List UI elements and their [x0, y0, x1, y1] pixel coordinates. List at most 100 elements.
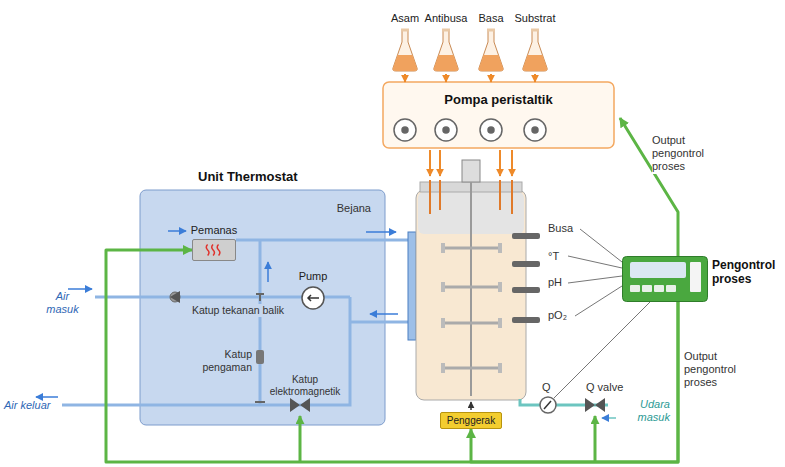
heat-wave	[206, 245, 209, 256]
water-pipe	[259, 240, 262, 405]
signal-wire	[580, 229, 622, 262]
node-title: Unit Thermostat	[198, 169, 298, 185]
flask-glass	[393, 30, 417, 71]
valve-label: Katup pengaman	[198, 348, 252, 373]
reagent-flask: Antibusa	[433, 28, 459, 72]
meter-label: Q	[542, 381, 551, 394]
sensor-probes	[512, 233, 540, 323]
valve-label: Katup elektromagnetik	[264, 374, 346, 398]
drive-arrow	[470, 402, 472, 410]
feed-arrows	[430, 150, 512, 176]
feed-arrow	[534, 74, 536, 82]
feed-tube	[511, 180, 513, 214]
feed-arrow	[490, 74, 492, 82]
node-title: Basa	[478, 12, 503, 25]
water-pipe	[95, 296, 350, 299]
flask-shape	[522, 28, 548, 72]
reagent-flask: Basa	[478, 28, 504, 72]
feed-tube	[439, 180, 441, 210]
blade	[441, 243, 445, 253]
controller-button	[666, 285, 676, 292]
pump-head	[480, 119, 502, 141]
pump-panel	[383, 82, 614, 148]
flask-glass	[479, 30, 503, 71]
thermostat-housing	[140, 190, 385, 425]
flask-shape	[392, 28, 418, 72]
flow-meter	[540, 397, 556, 413]
air-flow-arrow	[602, 417, 616, 419]
control-line	[106, 250, 678, 462]
pump-circle: Pump	[301, 286, 325, 310]
pump-head	[394, 119, 416, 141]
node-title: Penggerak	[447, 415, 495, 427]
blade	[441, 282, 445, 292]
blade	[498, 363, 502, 373]
flask-liquid	[393, 55, 417, 71]
controller-shape	[622, 256, 708, 302]
pipe-tee	[255, 401, 265, 403]
signal-wire	[554, 302, 650, 398]
blade	[498, 318, 502, 328]
flow-arrow	[370, 313, 398, 315]
flask-rim	[401, 29, 409, 32]
node-title: Antibusa	[425, 12, 468, 25]
flask-liquid	[434, 55, 458, 71]
impeller	[443, 322, 500, 325]
pump-head	[524, 119, 546, 141]
reagent-flask: Substrat	[522, 28, 548, 72]
flask-rim	[531, 29, 539, 32]
feed-tubes	[430, 180, 512, 214]
control-line	[620, 118, 678, 256]
pump-rotor	[402, 127, 408, 133]
peristaltic-heads	[394, 119, 546, 141]
outlet-label: Air keluar	[4, 399, 50, 412]
ph-probe	[512, 287, 540, 293]
blade	[498, 282, 502, 292]
feed-tube	[429, 180, 431, 214]
inlet-label: Air masuk	[40, 290, 85, 316]
feed-tube	[499, 180, 501, 210]
pump-head	[435, 119, 457, 141]
heater-box: Pemanas	[192, 239, 236, 261]
node-title: Pump	[299, 270, 328, 283]
flow-arrow	[168, 230, 186, 232]
control-line	[594, 416, 597, 462]
air-valve	[585, 398, 605, 412]
meter-needle	[544, 401, 551, 409]
feed-arrow	[404, 74, 406, 82]
controller-keypad	[690, 262, 701, 292]
flow-arrow	[68, 288, 92, 290]
controller-button	[654, 285, 664, 292]
air-line	[520, 399, 608, 405]
blade	[441, 318, 445, 328]
feed-arrow	[499, 150, 501, 176]
solenoid-valve	[290, 398, 310, 412]
signal-wire	[575, 286, 622, 316]
blade	[441, 363, 445, 373]
control-output-label: Output pengontrol proses	[652, 134, 736, 174]
flow-arrow	[267, 262, 269, 282]
control-line	[299, 416, 302, 462]
flow-arrow	[366, 231, 396, 233]
flask-rim	[487, 29, 495, 32]
signal-wire	[568, 276, 622, 283]
signal-wires	[554, 229, 650, 398]
drive-box: Penggerak	[440, 412, 502, 429]
node-title: Substrat	[515, 12, 556, 25]
oxygen-probe	[512, 317, 540, 323]
impeller	[443, 367, 500, 370]
node-title: Pemanas	[191, 224, 237, 237]
signal-wire	[568, 256, 622, 268]
air-inlet-label: Udara masuk	[612, 398, 670, 424]
feed-arrow	[511, 150, 513, 176]
flask-liquid	[479, 55, 503, 71]
feed-arrow	[445, 74, 447, 82]
water-pipe	[350, 321, 408, 324]
heater-shape	[193, 240, 235, 260]
flask-glass	[523, 30, 547, 71]
